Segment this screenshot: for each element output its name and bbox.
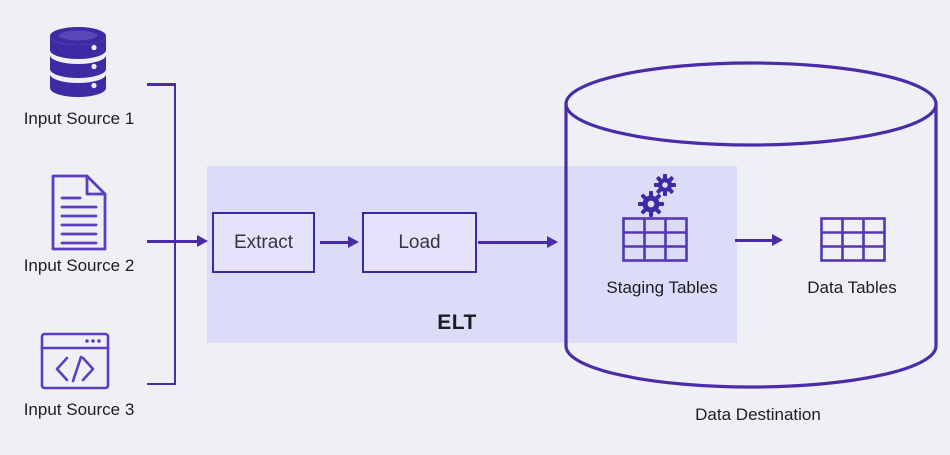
input-source-1-label: Input Source 1 [23, 109, 135, 128]
arrow-sources-to-extract [147, 235, 208, 248]
staging-table-grid-icon [622, 217, 688, 262]
arrow-extract-to-load [320, 236, 359, 249]
extract-label: Extract [233, 231, 294, 253]
load-label: Load [398, 231, 441, 253]
gears-icon [638, 174, 676, 217]
load-box: Load [362, 212, 477, 273]
input-source-3-label: Input Source 3 [23, 400, 135, 419]
database-icon [50, 27, 106, 97]
data-table-grid-icon [820, 217, 886, 262]
bracket-vertical-line [173, 83, 177, 385]
input-source-2-label: Input Source 2 [23, 256, 135, 275]
staging-tables-label: Staging Tables [606, 278, 718, 297]
arrow-load-to-destination [478, 236, 558, 249]
elt-group-label: ELT [437, 311, 477, 334]
data-tables-label: Data Tables [807, 278, 897, 297]
extract-box: Extract [212, 212, 315, 273]
bracket-bottom-line [147, 382, 176, 386]
bracket-top-line [147, 83, 176, 86]
document-icon [51, 174, 107, 251]
arrow-staging-to-data-tables [735, 234, 783, 247]
data-destination-label: Data Destination [695, 405, 821, 424]
data-destination-cylinder [564, 61, 938, 389]
code-window-icon [40, 332, 110, 390]
